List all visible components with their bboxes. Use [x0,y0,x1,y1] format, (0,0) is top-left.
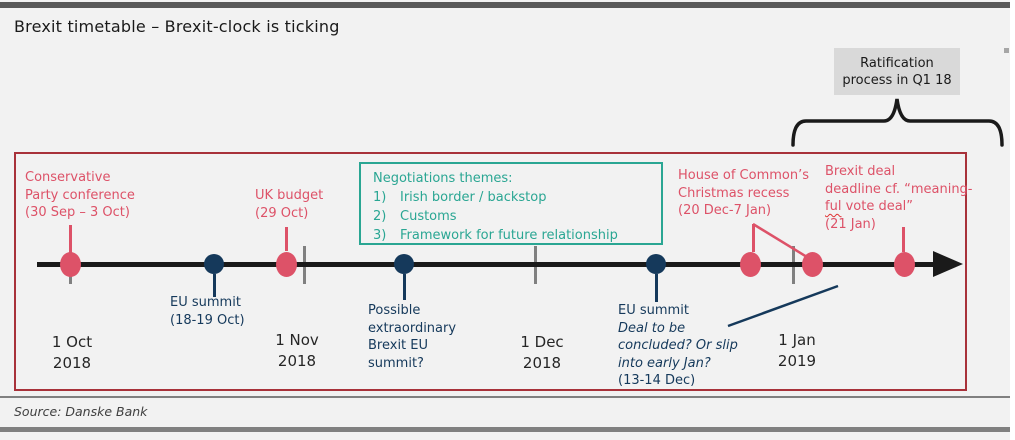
note-line: deadline cf. “meaning- [825,181,973,197]
ratification-box: Ratification process in Q1 18 [834,48,960,95]
event-dot-extraordinary-summit [394,254,414,274]
bottom-rule [0,427,1010,432]
date-line: 2018 [277,352,317,370]
note-line: (30 Sep – 3 Oct) [25,205,130,220]
negotiations-item: 3) Framework for future relationship [373,226,661,245]
note-line: Brexit EU [368,338,429,353]
connector-recess-left [752,224,755,252]
timeline-axis [37,262,940,267]
note-uk-budget: UK budget (29 Oct) [255,187,323,222]
top-rule [0,2,1010,8]
note-line: (29 Oct) [255,205,309,221]
note-line: Party conference [25,187,135,203]
note-line: Conservative [25,170,111,185]
note-line: ful vote deal” [825,198,973,216]
ratification-line2: process in Q1 18 [842,72,952,88]
note-line: EU summit [618,303,689,318]
connector-uk-budget [285,227,288,251]
corner-marker [1004,48,1009,53]
negotiations-box: Negotiations themes: 1) Irish border / b… [359,162,663,245]
event-dot-conservative [59,251,81,277]
note-conservative-conference: Conservative Party conference (30 Sep – … [25,169,135,222]
note-commons-recess: House of Common’s Christmas recess (20 D… [678,167,809,220]
date-line: 1 Nov [275,331,319,349]
date-label-dec: 1 Dec 2018 [502,332,582,374]
ratification-line1: Ratification [860,55,934,71]
negotiations-item: 2) Customs [373,207,661,226]
separator-rule [0,396,1010,398]
note-brexit-deadline: Brexit deal deadline cf. “meaning- ful v… [825,163,973,233]
note-line: UK budget [255,188,324,203]
date-line: 2018 [52,354,92,372]
misspelled-word: ful [825,199,842,214]
connector-eu-summit-oct [213,274,216,297]
event-dot-uk-budget [275,251,297,277]
event-dot-recess-start [739,251,761,277]
source-credit: Source: Danske Bank [14,404,148,419]
note-line: extraordinary [368,320,457,336]
note-line: (21 Jan) [825,216,876,232]
item-text: Customs [400,209,457,224]
event-dot-brexit-deadline [893,251,915,277]
note-eu-summit-oct: EU summit (18-19 Oct) [170,294,245,329]
connector-extraordinary-summit [403,274,406,300]
item-number: 1) [373,190,387,205]
date-line: 1 Jan [778,331,816,349]
note-line: Brexit deal [825,164,896,179]
note-line: (18-19 Oct) [170,312,245,328]
connector-deadline [902,227,905,252]
note-line: Possible [368,303,421,318]
item-number: 2) [373,209,387,224]
note-line: EU summit [170,295,241,310]
date-label-nov: 1 Nov 2018 [257,330,337,372]
note-line: summit? [368,355,424,371]
item-text: Framework for future relationship [400,228,618,243]
item-text: Irish border / backstop [400,190,547,205]
connector-conservative [69,225,72,252]
note-line: House of Common’s [678,168,809,183]
negotiations-heading: Negotiations themes: [373,171,513,186]
note-line: (13-14 Dec) [618,373,696,388]
event-dot-eu-summit-dec [646,254,666,274]
note-line: (20 Dec-7 Jan) [678,203,772,218]
negotiations-item: 1) Irish border / backstop [373,188,661,207]
note-line-italic: into early Jan? [618,355,711,371]
date-line: 2019 [777,352,817,370]
event-dot-eu-summit-oct [204,254,224,274]
date-line: 1 Dec [520,333,564,351]
note-line: Christmas recess [678,185,790,201]
note-eu-summit-dec: EU summit Deal to be concluded? Or slip … [618,302,738,390]
page-title: Brexit timetable – Brexit-clock is ticki… [14,17,340,36]
date-line: 2018 [522,354,562,372]
note-extraordinary-summit: Possible extraordinary Brexit EU summit? [368,302,456,372]
date-line: 1 Oct [51,333,93,351]
item-number: 3) [373,228,387,243]
date-label-jan: 1 Jan 2019 [757,330,837,372]
timeline-arrowhead-icon [933,251,963,277]
note-line-rest: vote deal” [841,199,914,214]
note-line-italic: concluded? Or slip [618,338,738,353]
date-label-oct: 1 Oct 2018 [32,332,112,374]
connector-eu-summit-dec [655,274,658,302]
timeline-frame [14,152,967,391]
event-dot-recess-end [801,251,823,277]
note-line-italic: Deal to be [618,320,686,336]
